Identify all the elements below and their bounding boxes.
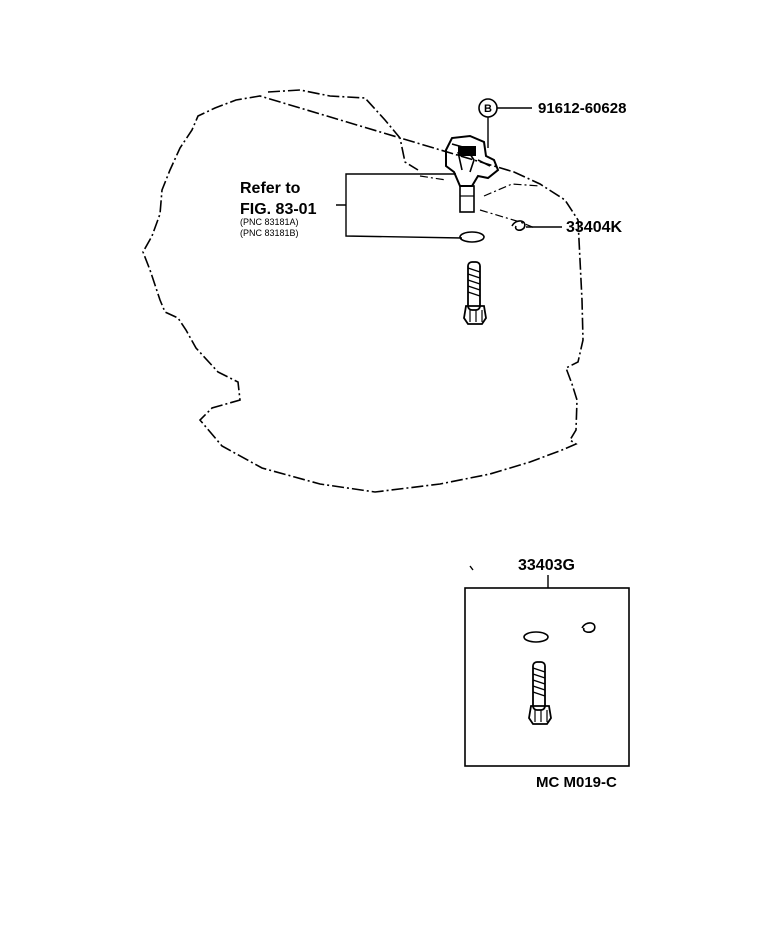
kit-part-number: 33403G: [518, 557, 575, 574]
bolt-part-number: 91612-60628: [538, 100, 626, 117]
pnc-b: (PNC 83181B): [240, 228, 299, 238]
clip: [511, 220, 526, 231]
kit-bolt: [528, 661, 552, 725]
transmission-case-outline: [142, 89, 584, 493]
kit-o-ring: [523, 631, 549, 643]
case-inner-line: [419, 175, 541, 229]
stray-mark: [469, 565, 474, 571]
bolt: [463, 261, 487, 325]
kit-clip: [581, 622, 596, 633]
clip-part-number: 33404K: [566, 219, 622, 236]
refer-bracket: [336, 173, 463, 239]
diagram-code: MC M019-C: [536, 774, 617, 791]
kit-box: [464, 587, 630, 767]
o-ring: [459, 231, 485, 243]
refer-line-2: FIG. 83-01: [240, 201, 317, 218]
bolt-marker-letter: B: [484, 103, 492, 115]
refer-line-1: Refer to: [240, 180, 301, 197]
pnc-a: (PNC 83181A): [240, 217, 299, 227]
